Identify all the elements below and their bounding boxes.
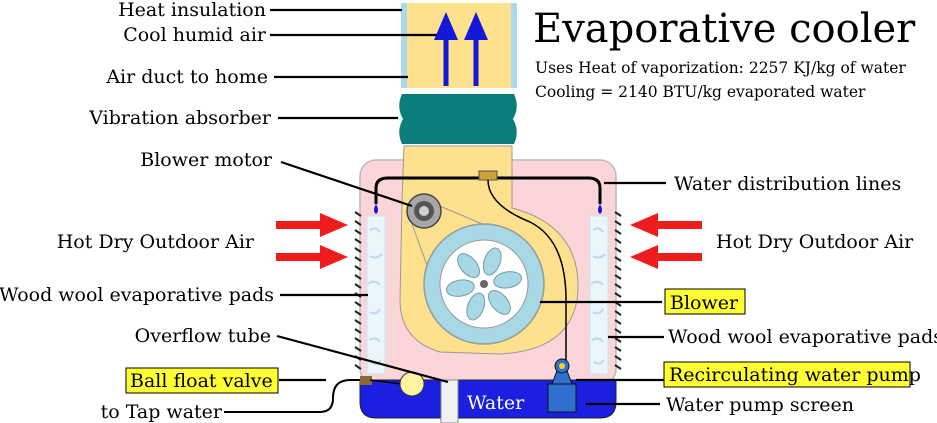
label-to-tap-water: to Tap water [101, 401, 223, 423]
subtitle-line-1: Uses Heat of vaporization: 2257 KJ/kg of… [535, 59, 906, 77]
water-drop-right [598, 204, 602, 214]
label-water-distribution-lines: Water distribution lines [674, 173, 901, 195]
ball-float-valve-highlight [125, 367, 279, 394]
label-hot-air-left: Hot Dry Outdoor Air [57, 231, 255, 253]
float-arm [369, 379, 403, 385]
label-blower: Blower [670, 292, 739, 314]
water-drop-left [374, 204, 378, 214]
air-duct [407, 3, 511, 88]
leader-lines [270, 8, 666, 406]
overflow-tube [440, 379, 459, 423]
label-hot-air-right: Hot Dry Outdoor Air [716, 231, 914, 253]
subtitle-line-2: Cooling = 2140 BTU/kg evaporated water [535, 83, 866, 101]
label-air-duct: Air duct to home [105, 66, 268, 88]
label-overflow-tube: Overflow tube [135, 325, 271, 347]
distribution-junction [478, 170, 498, 181]
blower-highlight [664, 288, 746, 315]
label-heat-insulation: Heat insulation [118, 0, 266, 21]
label-ball-float-valve: Ball float valve [130, 370, 273, 392]
hot-air-arrow-left-2 [276, 245, 348, 269]
label-water: Water [467, 392, 525, 414]
cool-air-arrow-left [434, 12, 458, 86]
recirculating-pump-highlight [663, 361, 911, 388]
hot-air-arrow-left-1 [276, 213, 348, 237]
label-water-pump-screen: Water pump screen [666, 394, 854, 416]
evaporative-pad-left [366, 215, 386, 375]
label-blower-motor: Blower motor [140, 149, 273, 171]
cool-air-arrow-right [464, 12, 488, 86]
blower-fan [423, 223, 545, 345]
louver-right [614, 211, 622, 370]
label-pads-right: Wood wool evaporative pads [668, 326, 937, 348]
hot-air-arrow-right-1 [630, 213, 702, 237]
label-cool-humid-air: Cool humid air [123, 24, 267, 46]
float-valve-body [360, 376, 372, 385]
diagram-title: Evaporative cooler [533, 6, 916, 52]
label-vibration-absorber: Vibration absorber [88, 107, 272, 129]
label-pads-left: Wood wool evaporative pads [0, 284, 274, 306]
vibration-absorber [399, 94, 517, 144]
blower-motor [406, 193, 442, 229]
pump-feed-tube [487, 179, 567, 366]
evaporative-pad-right [589, 215, 609, 375]
label-recirculating-pump: Recirculating water pump [669, 364, 921, 386]
tap-water-pipe [224, 379, 366, 413]
recirculating-pump [547, 358, 577, 413]
hot-air-arrow-right-2 [630, 245, 702, 269]
